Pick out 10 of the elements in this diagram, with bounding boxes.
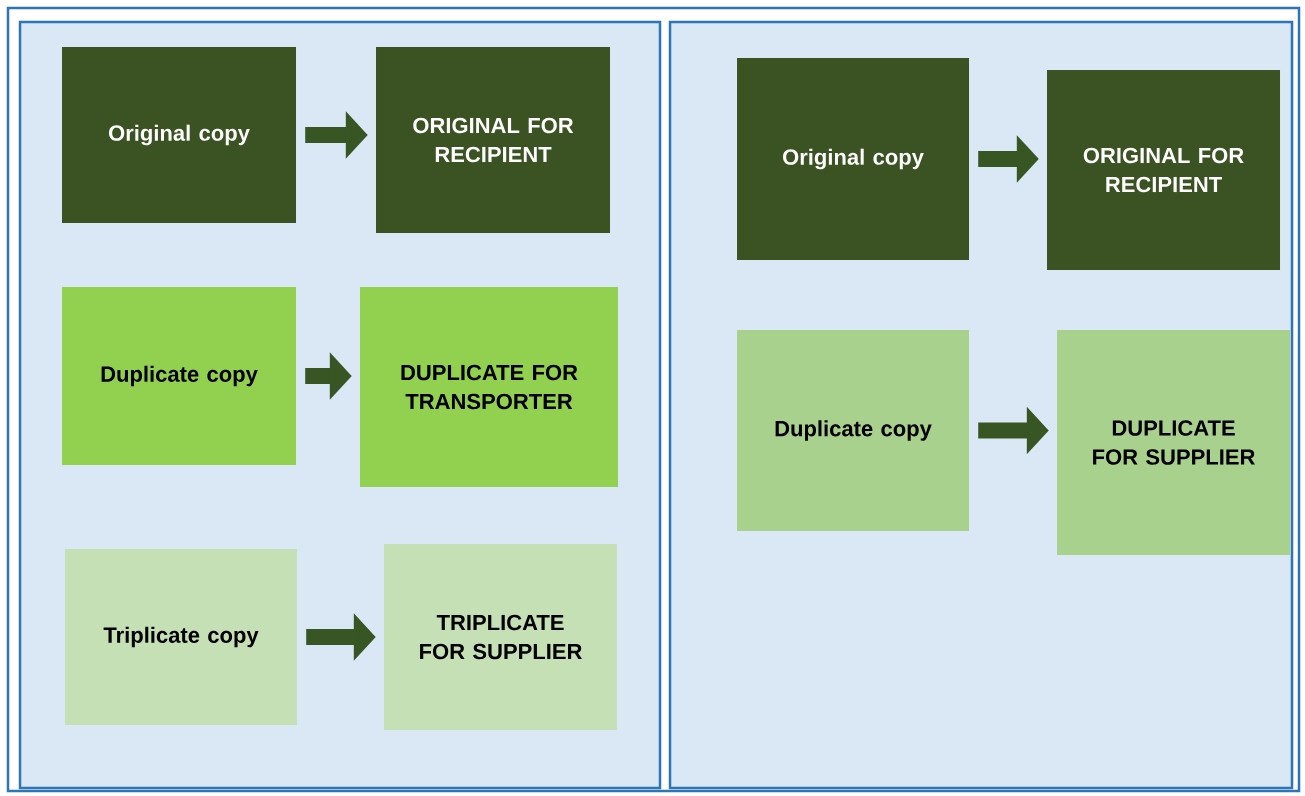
process-box: Duplicate copy [62,287,296,465]
process-box: TRIPLICATE FOR SUPPLIER [384,544,617,730]
process-box: ORIGINAL FOR RECIPIENT [1047,70,1280,270]
process-box: Triplicate copy [65,549,297,725]
process-box: DUPLICATE FOR TRANSPORTER [360,287,618,487]
process-box: Original copy [737,58,969,260]
process-box: Duplicate copy [737,330,969,531]
process-box: DUPLICATE FOR SUPPLIER [1057,330,1290,555]
process-box: ORIGINAL FOR RECIPIENT [376,47,610,233]
process-box: Original copy [62,47,296,223]
